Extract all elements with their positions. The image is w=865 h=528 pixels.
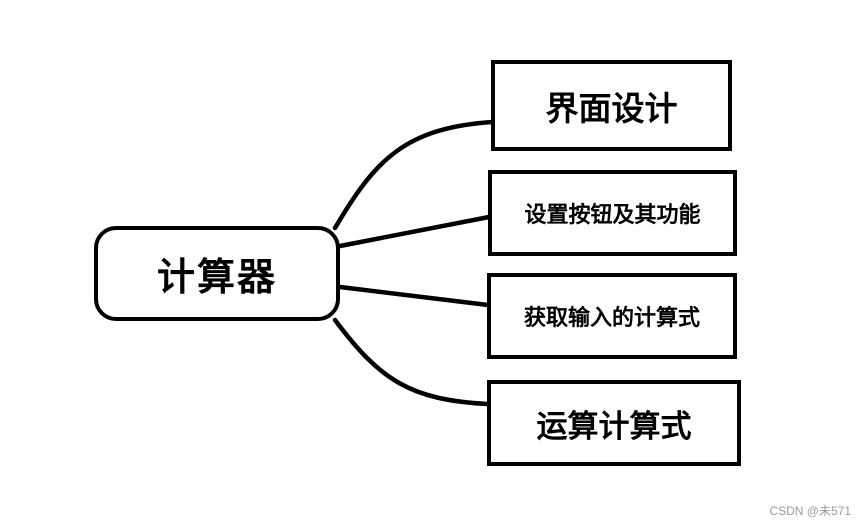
connector-to-ui-design xyxy=(332,119,495,231)
branch-node-label: 获取输入的计算式 xyxy=(523,306,700,331)
connector-to-compute xyxy=(332,317,491,407)
branch-node-label: 设置按钮及其功能 xyxy=(524,203,701,228)
branch-node-label: 运算计算式 xyxy=(536,408,692,445)
connector-to-buttons xyxy=(337,214,492,249)
root-node-label: 计算器 xyxy=(156,255,277,299)
branch-node-buttons: 设置按钮及其功能 xyxy=(488,170,737,256)
connector-to-input xyxy=(337,284,491,308)
watermark: CSDN @未571 xyxy=(769,504,851,518)
root-node-calculator: 计算器 xyxy=(94,226,340,321)
branch-node-ui-design: 界面设计 xyxy=(491,60,732,151)
branch-node-input: 获取输入的计算式 xyxy=(487,273,737,359)
branch-node-label: 界面设计 xyxy=(545,88,678,128)
branch-node-compute: 运算计算式 xyxy=(487,380,741,466)
